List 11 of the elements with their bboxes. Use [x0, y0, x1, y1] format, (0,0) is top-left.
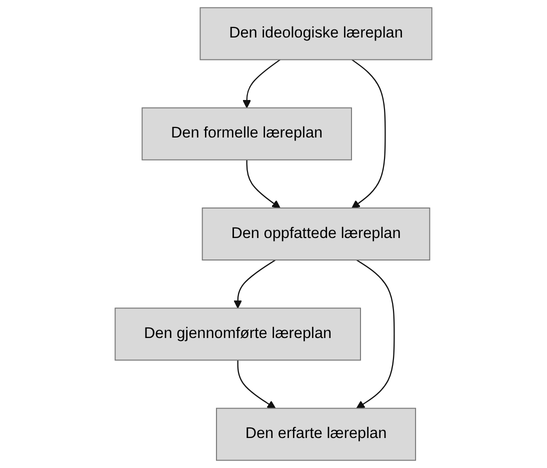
- arrow: [352, 59, 386, 208]
- node-box: Den oppfattede læreplan: [202, 208, 430, 260]
- arrow: [356, 260, 395, 409]
- node-box: Den formelle læreplan: [142, 107, 352, 160]
- arrow: [237, 360, 276, 409]
- node-box: Den ideologiske læreplan: [200, 7, 432, 60]
- arrow: [242, 59, 280, 108]
- node-box: Den erfarte læreplan: [216, 408, 416, 461]
- node-box: Den gjennomførte læreplan: [114, 308, 361, 361]
- arrow: [234, 260, 276, 309]
- arrow: [246, 160, 280, 208]
